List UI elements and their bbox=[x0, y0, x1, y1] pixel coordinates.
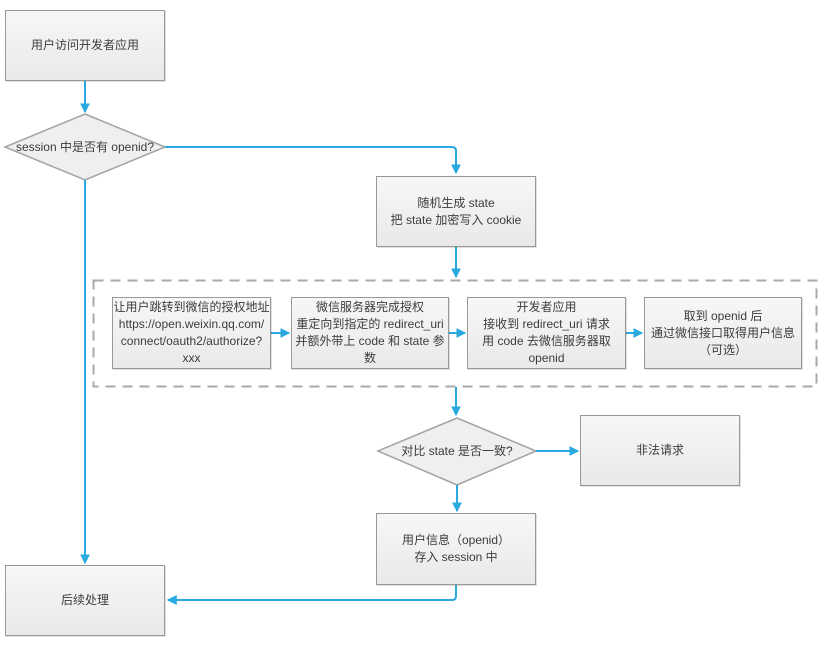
node-dev-receive-line3: 用 code 去微信服务器取 openid bbox=[482, 334, 611, 365]
node-state-check-label: 对比 state 是否一致? bbox=[382, 436, 532, 466]
connector-sessioncheck-to-genstate bbox=[165, 146, 461, 175]
node-user-visit-text: 用户访问开发者应用 bbox=[30, 38, 139, 52]
node-wechat-auth-line3: 并额外带上 code 和 state 参数 bbox=[295, 334, 445, 365]
node-get-userinfo-line3: （可选） bbox=[698, 342, 747, 357]
node-followup-text: 后续处理 bbox=[60, 593, 109, 607]
node-session-check-text: session 中是否有 openid? bbox=[15, 139, 155, 154]
node-get-userinfo-line2: 通过微信接口取得用户信息 bbox=[650, 325, 795, 340]
node-dev-receive-line1: 开发者应用 bbox=[516, 300, 577, 314]
node-save-session: 用户信息（openid） 存入 session 中 bbox=[376, 513, 536, 585]
node-save-session-line1: 用户信息（openid） bbox=[401, 533, 511, 547]
node-redirect-auth-line2: https://open.weixin.qq.com/ bbox=[118, 317, 265, 331]
connector-savesession-to-followup bbox=[166, 585, 457, 605]
node-session-check-label: session 中是否有 openid? bbox=[10, 132, 160, 162]
node-wechat-auth-line1: 微信服务器完成授权 bbox=[315, 300, 424, 314]
node-illegal-request-text: 非法请求 bbox=[635, 443, 684, 457]
node-gen-state-line2: 把 state 加密写入 cookie bbox=[390, 212, 522, 227]
node-gen-state-line1: 随机生成 state bbox=[417, 195, 495, 210]
node-wechat-auth: 微信服务器完成授权 重定向到指定的 redirect_uri 并额外带上 cod… bbox=[291, 297, 449, 369]
node-followup: 后续处理 bbox=[5, 565, 165, 636]
node-illegal-request: 非法请求 bbox=[580, 415, 740, 486]
node-dev-receive: 开发者应用 接收到 redirect_uri 请求 用 code 去微信服务器取… bbox=[467, 297, 626, 369]
node-wechat-auth-line2: 重定向到指定的 redirect_uri bbox=[296, 317, 444, 331]
node-get-userinfo: 取到 openid 后 通过微信接口取得用户信息 （可选） bbox=[644, 297, 802, 369]
node-redirect-auth: 让用户跳转到微信的授权地址 https://open.weixin.qq.com… bbox=[112, 297, 271, 369]
node-redirect-auth-line1: 让用户跳转到微信的授权地址 bbox=[113, 300, 270, 314]
node-state-check-text: 对比 state 是否一致? bbox=[401, 443, 513, 458]
node-user-visit: 用户访问开发者应用 bbox=[5, 10, 165, 81]
oauth-steps-group-border bbox=[92, 279, 818, 388]
node-gen-state: 随机生成 state 把 state 加密写入 cookie bbox=[376, 176, 536, 247]
node-get-userinfo-line1: 取到 openid 后 bbox=[683, 308, 763, 323]
node-redirect-auth-line3: connect/oauth2/authorize?xxx bbox=[120, 334, 263, 365]
node-dev-receive-line2: 接收到 redirect_uri 请求 bbox=[483, 317, 610, 331]
node-save-session-line2: 存入 session 中 bbox=[414, 550, 498, 564]
